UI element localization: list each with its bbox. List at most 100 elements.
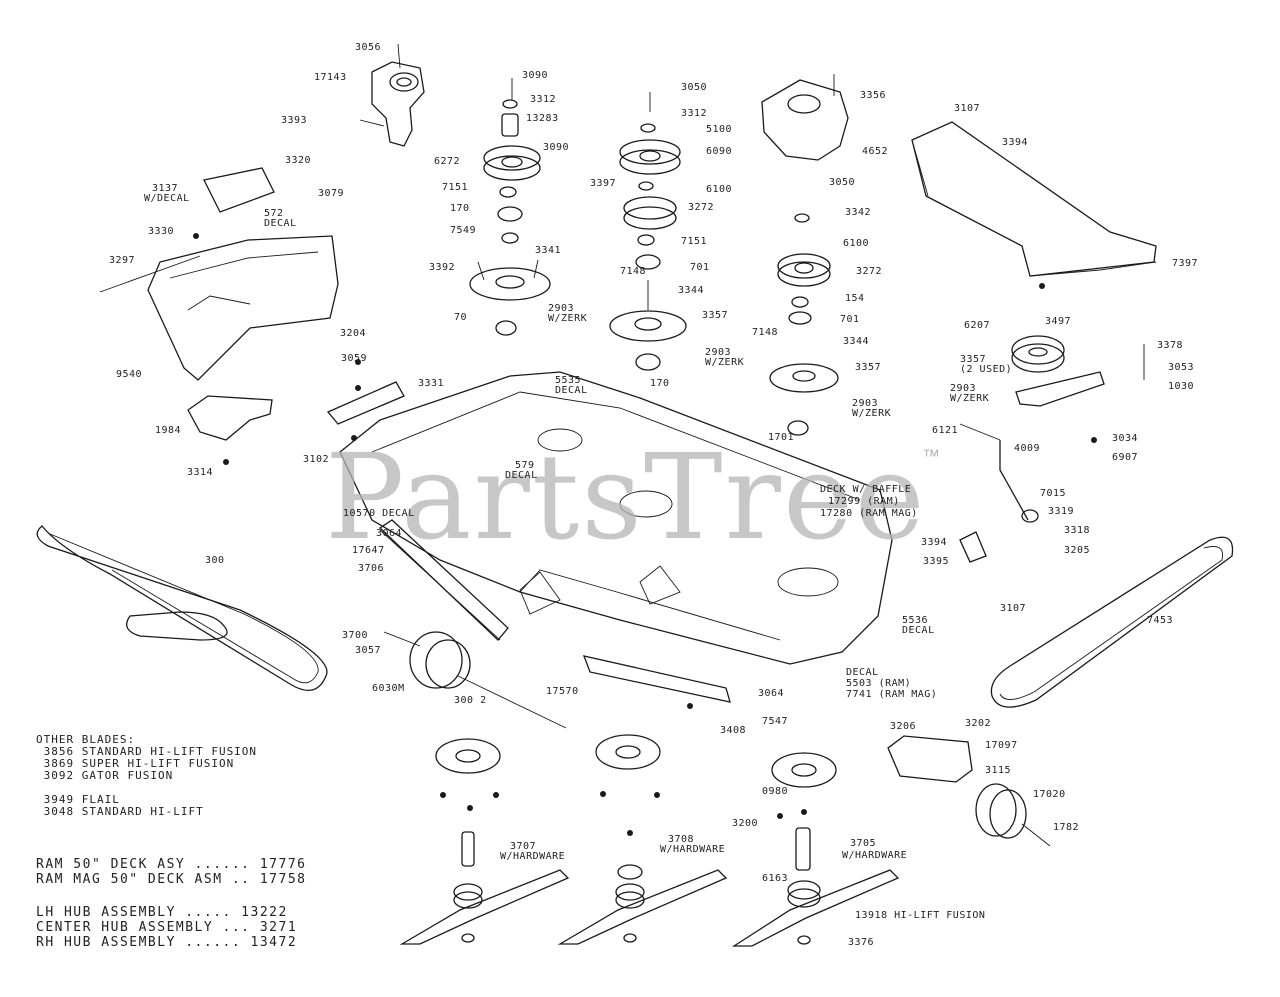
part-callout: 170 [650, 378, 670, 389]
center-spindle-stack-drawing [609, 92, 687, 371]
part-callout: 7148 [620, 266, 647, 277]
part-callout: 300 [205, 555, 225, 566]
part-callout: W/ZERK [705, 357, 745, 368]
part-callout: 3344 [843, 336, 870, 347]
part-callout: 7148 [752, 327, 779, 338]
part-callout: 3342 [845, 207, 872, 218]
lh-belt-drawing [36, 525, 328, 692]
part-callout: 6907 [1112, 452, 1139, 463]
part-callout: 3053 [1168, 362, 1195, 373]
part-callout: 6090 [706, 146, 733, 157]
part-callout: 3102 [303, 454, 330, 465]
part-callout: 3341 [535, 245, 562, 256]
part-callout: 3107 [1000, 603, 1027, 614]
part-callout: 3397 [590, 178, 617, 189]
mower-deck-drawing [339, 371, 893, 665]
bearing-plates-drawing [435, 734, 837, 788]
part-callout: 3394 [1002, 137, 1029, 148]
blade-stacks-drawing [399, 827, 900, 947]
part-callout: 3394 [921, 537, 948, 548]
part-callout: 3107 [954, 103, 981, 114]
part-callout: 3079 [318, 188, 345, 199]
part-callout: 3272 [688, 202, 715, 213]
bracket-1984-drawing [187, 395, 273, 441]
bracket-3331-drawing [326, 381, 405, 425]
part-callout: 1782 [1053, 822, 1080, 833]
part-callout: 1984 [155, 425, 182, 436]
part-callout: 6207 [964, 320, 991, 331]
hub-assembly-note: LH HUB ASSEMBLY ..... 13222 CENTER HUB A… [36, 905, 298, 950]
part-callout: 3357 [960, 354, 987, 365]
part-callout: W/ZERK [950, 393, 990, 404]
part-callout: 3706 [358, 563, 385, 574]
gauge-wheel-right-drawing [887, 735, 1051, 847]
watermark: PartsTree [325, 428, 927, 566]
part-callout: 3705 [850, 838, 877, 849]
part-callout: 3395 [923, 556, 950, 567]
part-callout: 7151 [442, 182, 469, 193]
part-callout: 154 [845, 293, 865, 304]
part-callout: 3314 [187, 467, 214, 478]
part-callout: 3700 [342, 630, 369, 641]
part-callout: 3312 [681, 108, 708, 119]
part-callout: W/HARDWARE [660, 844, 726, 855]
part-callout: 572 [264, 208, 284, 219]
part-callout: DECK W/ BAFFLE [820, 484, 912, 495]
part-callout: 7547 [762, 716, 789, 727]
spring-rod-drawing [959, 423, 1039, 563]
part-callout: W/ZERK [548, 313, 588, 324]
part-callout: 2903 [548, 303, 575, 314]
part-callout: 7741 (RAM MAG) [846, 689, 938, 700]
part-callout: 7151 [681, 236, 708, 247]
part-callout: 6163 [762, 873, 789, 884]
part-callout: 17647 [352, 545, 385, 556]
part-callout: 3200 [732, 818, 759, 829]
part-callout: 6272 [434, 156, 461, 167]
rh-belt-drawing [990, 536, 1234, 708]
part-callout: 3331 [418, 378, 445, 389]
other-blades-note: OTHER BLADES: 3856 STANDARD HI-LIFT FUSI… [36, 733, 258, 818]
part-callout: 6121 [932, 425, 959, 436]
part-callout: 3312 [530, 94, 557, 105]
part-callout: 3330 [148, 226, 175, 237]
part-callout: 3319 [1048, 506, 1075, 517]
part-callout: 579 [515, 460, 535, 471]
part-callout: 3356 [860, 90, 887, 101]
part-callout: W/HARDWARE [842, 850, 908, 861]
fasteners-drawing [193, 233, 1097, 836]
part-callout: 4652 [862, 146, 889, 157]
part-callout: 7549 [450, 225, 477, 236]
part-callout: 17299 (RAM) [828, 496, 900, 507]
part-callout: 3064 [758, 688, 785, 699]
part-callout: 3090 [543, 142, 570, 153]
part-callout: 70 [454, 312, 468, 323]
part-callout: 5100 [706, 124, 733, 135]
part-callout: 701 [690, 262, 710, 273]
part-callout: 6100 [843, 238, 870, 249]
part-callout: W/HARDWARE [500, 851, 566, 862]
rh-spindle-stack-drawing [761, 74, 849, 436]
part-callout: 17143 [314, 72, 347, 83]
part-callout: 3344 [678, 285, 705, 296]
part-callout: 3202 [965, 718, 992, 729]
part-callout: 13283 [526, 113, 559, 124]
rh-baffle-drawing [911, 121, 1157, 277]
part-callout: 3056 [355, 42, 382, 53]
part-callout: 6030M [372, 683, 405, 694]
part-callout: 3357 [702, 310, 729, 321]
part-callout: 3090 [522, 70, 549, 81]
part-callout: 170 [450, 203, 470, 214]
idler-bracket-drawing [359, 43, 425, 147]
part-callout: 3205 [1064, 545, 1091, 556]
part-callout: 7015 [1040, 488, 1067, 499]
rod-7547-drawing [582, 655, 731, 703]
part-callout: 5536 [902, 615, 929, 626]
part-callout: DECAL [264, 218, 297, 229]
part-callout: 3064 [376, 528, 403, 539]
part-callout: 1701 [768, 432, 795, 443]
part-callout: 3708 [668, 834, 695, 845]
part-callout: 3057 [355, 645, 382, 656]
part-callout: 4009 [1014, 443, 1041, 454]
